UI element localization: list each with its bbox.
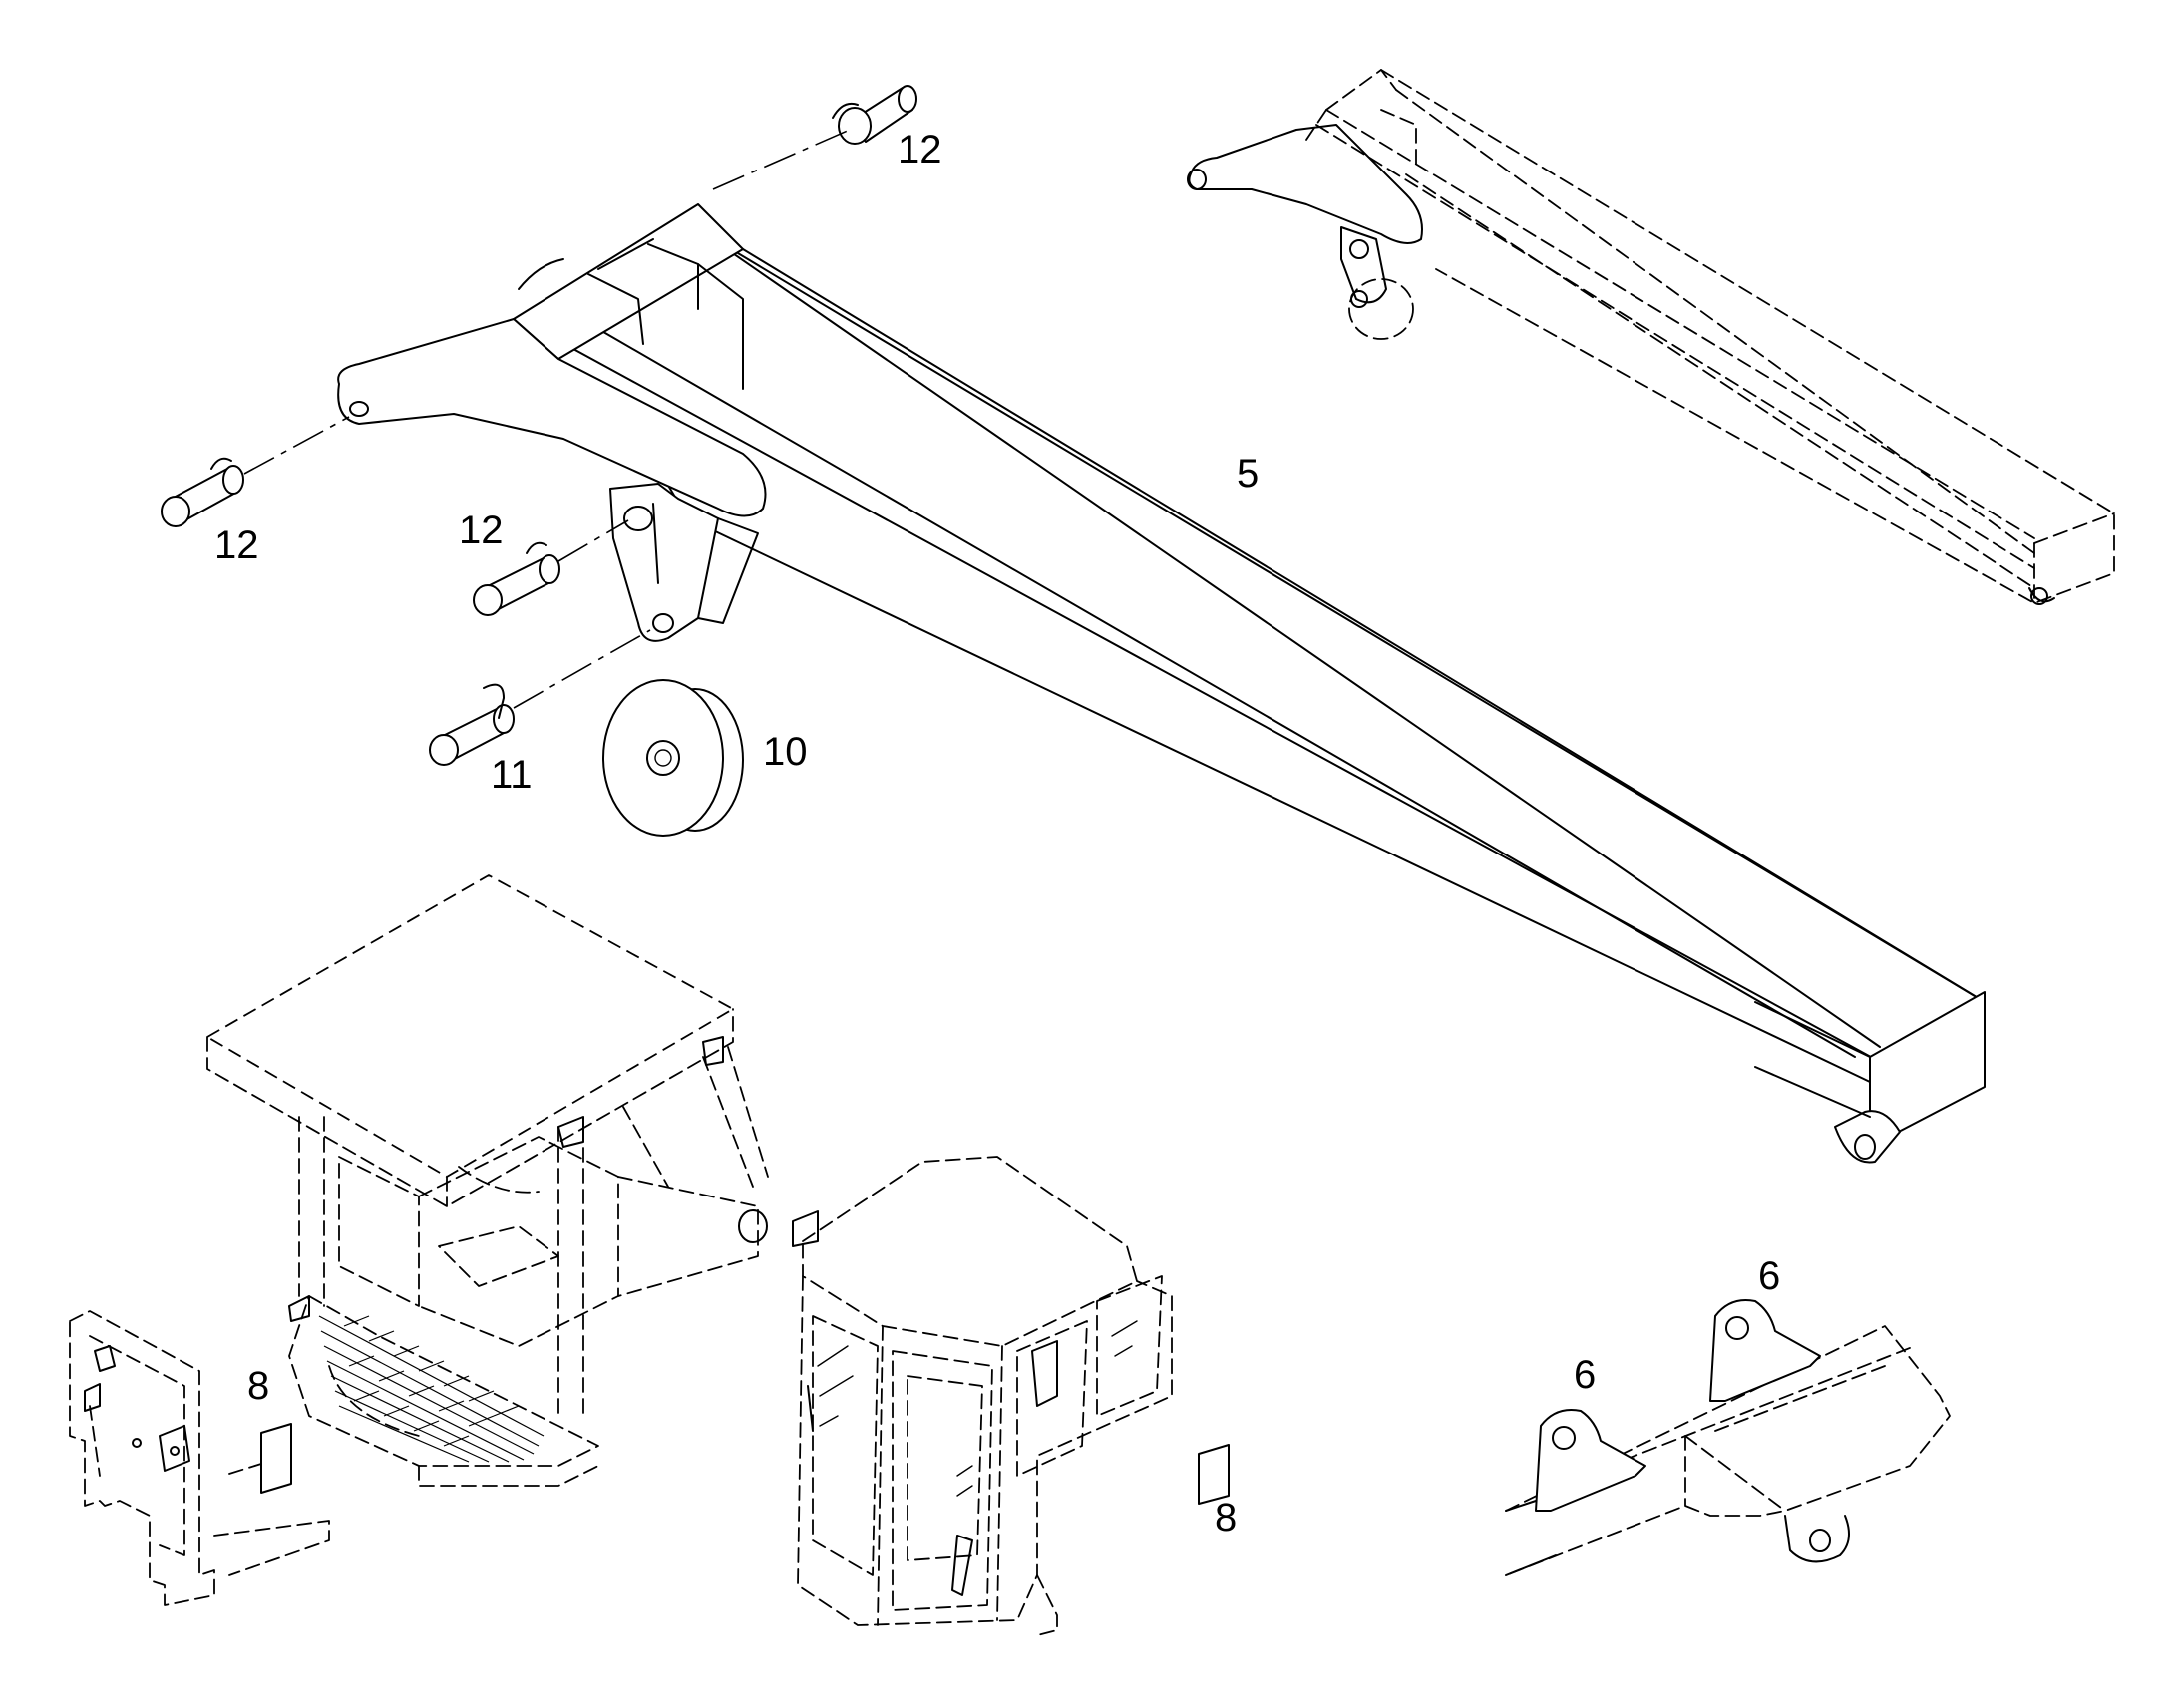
boom-tip-sheave — [1834, 1110, 1901, 1164]
lug-6-left — [1535, 1409, 1646, 1512]
decal-8-left — [260, 1423, 292, 1494]
pin-12-middle — [473, 541, 560, 616]
callout-12-middle: 12 — [459, 509, 504, 552]
callout-5: 5 — [1237, 452, 1259, 496]
phantom-side-panel — [69, 1310, 330, 1606]
boom-assembly — [337, 203, 1986, 1164]
decal-8-right — [1198, 1444, 1230, 1505]
callout-8-right: 8 — [1215, 1496, 1237, 1539]
boom-beam — [518, 228, 1986, 1083]
pin-12-top — [832, 85, 917, 145]
phantom-canopy-frame — [206, 874, 769, 1487]
callout-11: 11 — [491, 753, 533, 797]
phantom-cab — [792, 1156, 1173, 1636]
boom-pivot-plate — [337, 318, 767, 517]
sheave-wheel — [602, 679, 744, 837]
pin-12-left — [161, 457, 244, 527]
callout-10: 10 — [763, 730, 808, 774]
pin-11 — [429, 683, 515, 766]
boom-nose-detail — [1505, 1299, 1951, 1576]
callout-6-left: 6 — [1574, 1353, 1596, 1397]
callout-8-left: 8 — [247, 1364, 269, 1408]
floor-grating — [318, 1315, 545, 1463]
sheave-bracket — [609, 483, 719, 642]
phantom-boom — [1187, 69, 2115, 605]
callout-12-top: 12 — [898, 128, 942, 171]
lug-6-right — [1709, 1299, 1821, 1402]
callout-12-left: 12 — [214, 523, 259, 567]
callout-6-right: 6 — [1758, 1254, 1780, 1298]
